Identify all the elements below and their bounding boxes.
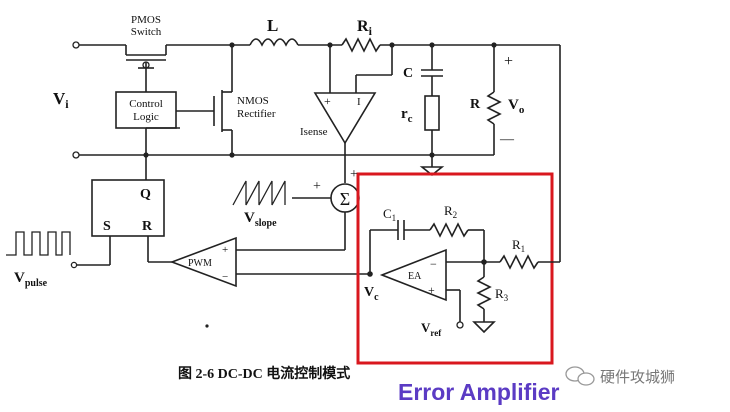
ea-label: EA — [408, 271, 422, 282]
sum-plus-left: + — [313, 179, 321, 194]
isense-amplifier — [313, 45, 393, 183]
vo-plus-label: + — [504, 53, 513, 70]
watermark-text: 硬件攻城狮 — [600, 369, 675, 386]
c1-label: C1 — [383, 206, 396, 223]
load-resistor — [486, 45, 502, 155]
pwm-label: PWM — [188, 258, 212, 269]
power-stage — [72, 37, 561, 262]
ea-plus: + — [428, 283, 435, 297]
r2-label: R2 — [444, 203, 457, 220]
latch-s: S — [103, 219, 111, 234]
error-amplifier — [356, 172, 560, 365]
nmos-rectifier — [176, 45, 233, 155]
latch-r: R — [142, 219, 153, 234]
nmos-text-1: NMOS — [237, 95, 269, 107]
control-logic-block — [115, 91, 177, 129]
ri-label: Ri — [357, 18, 373, 38]
error-amplifier-label: Error Amplifier — [398, 379, 560, 405]
vo-label: Vo — [508, 97, 525, 116]
sr-latch-pwm — [6, 179, 370, 288]
ea-minus: − — [430, 257, 437, 271]
r1-label: R1 — [512, 237, 525, 254]
watermark: 硬件攻城狮 — [565, 366, 675, 386]
pwm-comparator — [169, 236, 237, 288]
vslope-label: Vslope — [244, 210, 277, 229]
sum-symbol: Σ — [340, 189, 350, 209]
vref-label: Vref — [421, 320, 442, 338]
pwm-plus: + — [222, 244, 228, 256]
vc-label: Vc — [364, 285, 379, 303]
slope-compensation — [232, 180, 360, 251]
latch-q: Q — [140, 187, 151, 202]
isense-label: Isense — [300, 126, 328, 138]
vo-minus-label: — — [499, 132, 515, 147]
switch-label: Switch — [131, 26, 162, 38]
isense-minus: I — [357, 96, 361, 108]
pwm-minus: − — [222, 271, 228, 283]
r3-label: R3 — [495, 286, 509, 303]
cap-c-label: C — [403, 66, 413, 81]
pmos-label: PMOS — [131, 14, 161, 26]
sum-plus-top: + — [350, 167, 358, 182]
isense-plus: + — [324, 94, 331, 108]
pmos-switch — [125, 45, 167, 69]
ground-symbol — [419, 155, 445, 177]
control-logic-text-2: Logic — [133, 111, 159, 123]
pulse-waveform — [6, 231, 71, 256]
highlight-box — [356, 172, 554, 365]
nmos-text-2: Rectifier — [237, 108, 276, 120]
component-labels: PMOS Switch L Ri C rc R Vo + — Vi Contro… — [14, 14, 525, 338]
sr-latch-block — [91, 179, 165, 237]
figure-caption: 图 2-6 DC-DC 电流控制模式 — [178, 365, 350, 382]
output-capacitor — [421, 45, 443, 155]
load-r-label: R — [470, 97, 481, 112]
inductor-label: L — [267, 16, 278, 35]
resistor-ri — [341, 37, 381, 53]
rc-label: rc — [401, 106, 413, 125]
vpulse-label: Vpulse — [14, 270, 48, 289]
control-logic-text-1: Control — [129, 98, 163, 110]
vi-label: Vi — [53, 89, 69, 111]
sawtooth-waveform — [232, 180, 286, 206]
inductor-l — [249, 38, 299, 47]
chat-bubble-icon — [565, 366, 595, 386]
